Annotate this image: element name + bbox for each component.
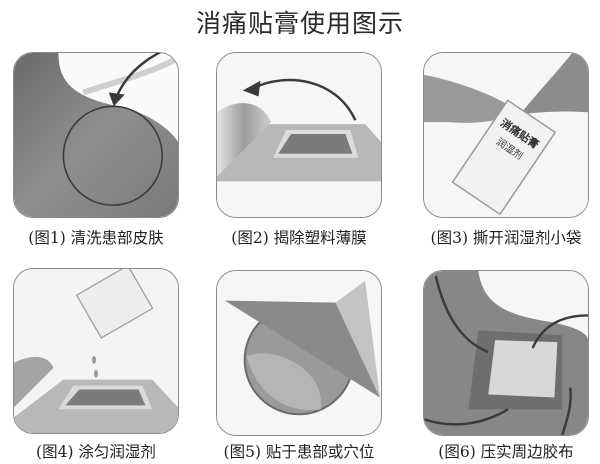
patch-on-circle-illustration xyxy=(217,271,381,435)
step-5-caption: (图5) 贴于患部或穴位 xyxy=(223,443,375,461)
left-hand xyxy=(424,74,518,123)
drop-icon xyxy=(92,355,96,364)
peeled-film xyxy=(14,356,54,408)
patch-center xyxy=(488,340,558,398)
target-circle-icon xyxy=(62,105,163,206)
arrow-icon xyxy=(424,408,509,426)
shoulder-shape xyxy=(14,53,178,217)
arrow-icon xyxy=(531,314,588,349)
step-5-illustration xyxy=(216,270,382,436)
right-hand xyxy=(520,53,588,115)
peeled-film xyxy=(217,103,272,177)
step-2-caption: (图2) 揭除塑料薄膜 xyxy=(231,229,367,247)
step-4-illustration xyxy=(13,268,179,434)
page-title: 消痛贴膏使用图示 xyxy=(195,9,404,38)
medicated-pad xyxy=(278,134,353,154)
press-patch-illustration xyxy=(424,271,588,435)
peel-film-illustration xyxy=(217,53,381,217)
sachet xyxy=(75,269,154,339)
step-2-illustration xyxy=(216,52,382,218)
step-3-caption: (图3) 撕开润湿剂小袋 xyxy=(430,229,582,247)
step-3-illustration: 消痛贴膏 润湿剂 xyxy=(423,52,589,218)
medicated-pad xyxy=(65,389,146,406)
drop-icon xyxy=(94,369,98,378)
step-6-illustration xyxy=(423,270,589,436)
pour-sachet-illustration xyxy=(14,269,178,433)
tear-sachet-illustration: 消痛贴膏 润湿剂 xyxy=(424,53,588,217)
curved-arrow-icon xyxy=(254,78,357,121)
step-4-caption: (图4) 涂匀润湿剂 xyxy=(36,443,156,461)
step-1-caption: (图1) 清洗患部皮肤 xyxy=(28,229,164,247)
shoulder-circle-illustration xyxy=(14,53,178,217)
sachet: 消痛贴膏 润湿剂 xyxy=(451,99,557,216)
arrow-icon xyxy=(434,275,489,354)
arrow-icon xyxy=(561,387,572,435)
curved-arrow-icon xyxy=(115,53,162,97)
step-1-illustration xyxy=(13,52,179,218)
step-6-caption: (图6) 压实周边胶布 xyxy=(438,443,574,461)
